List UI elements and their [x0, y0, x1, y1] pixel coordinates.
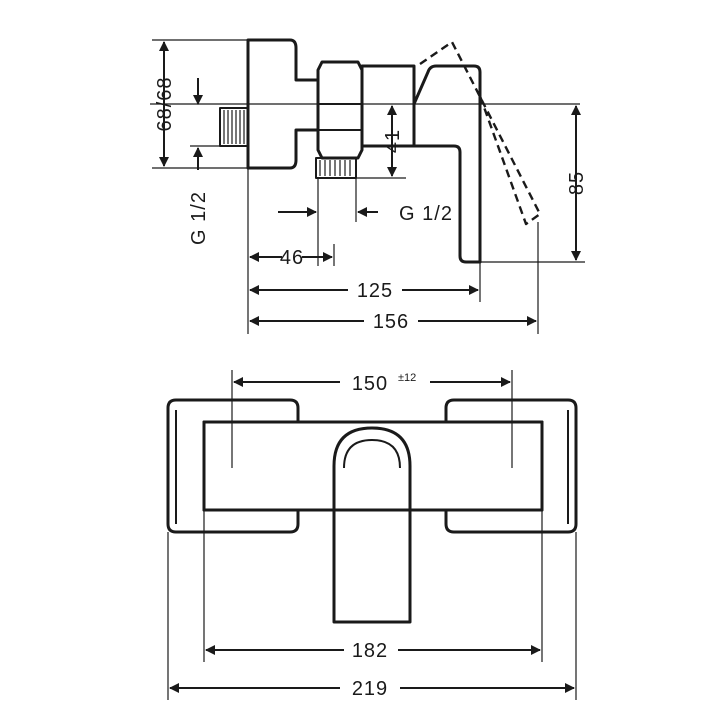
dim-125-label: 125 [357, 280, 393, 302]
dim-156-label: 156 [373, 311, 409, 333]
dim-41-label: 41 [382, 129, 404, 153]
dim-68-label: 68/68 [154, 76, 176, 131]
mixer-body [202, 420, 544, 512]
inlet-thread [219, 107, 249, 147]
dim-thread-outlet-label: G 1/2 [399, 203, 453, 225]
union-nut [316, 60, 364, 160]
dim-thread-left-label: G 1/2 [188, 191, 210, 245]
side-view: 68/68 G 1/2 41 85 G 1/2 46 125 156 [150, 38, 588, 334]
dim-150-tolerance: ±12 [398, 372, 416, 384]
right-escutcheon [444, 398, 578, 534]
dim-46-label: 46 [280, 247, 304, 269]
dim-219-label: 219 [352, 678, 388, 700]
lever-handle [412, 64, 482, 264]
left-escutcheon [166, 398, 300, 534]
dim-150-label: 150 [352, 373, 388, 395]
front-view: 150 ±12 182 219 [166, 370, 578, 700]
outlet-thread [315, 157, 357, 179]
dim-182-label: 182 [352, 640, 388, 662]
lever-front [332, 426, 412, 624]
dim-85-label: 85 [566, 171, 588, 195]
